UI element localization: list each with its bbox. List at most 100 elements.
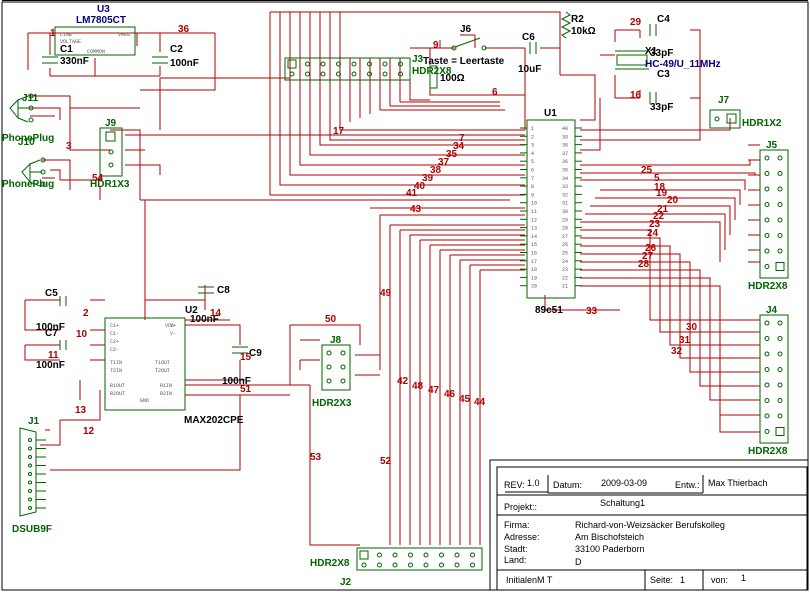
header-pin [777, 186, 783, 192]
tb-datum: 2009-03-09 [601, 478, 647, 488]
c5-value: 100nF [36, 322, 65, 333]
net-label-6: 6 [492, 87, 498, 98]
component-j1: J1 DSUB9F [12, 416, 52, 535]
u1-ref: U1 [544, 108, 557, 119]
header-pin [305, 61, 310, 67]
tb-entw: Max Thierbach [708, 478, 767, 488]
u2-pin-t2out: T2OUT [155, 368, 170, 374]
dsub-contact [28, 438, 32, 442]
net-label-23: 23 [649, 219, 661, 230]
net-label-20: 20 [667, 195, 679, 206]
u2-pin-vcc: VCC [165, 323, 174, 329]
u2-pin-t1out: T1OUT [155, 360, 170, 366]
c5-ref: C5 [45, 288, 58, 299]
ic-pin-number: 38 [562, 143, 568, 149]
tb-seite: 1 [680, 575, 685, 585]
header-pin [305, 71, 310, 77]
net-label-54: 54 [92, 173, 104, 184]
dsub-contact [28, 463, 32, 468]
u3-value: LM7805CT [76, 15, 126, 26]
header-pin [777, 233, 783, 238]
net-label-51: 51 [240, 384, 252, 395]
u2-pin-t2in: T2IN [110, 368, 122, 374]
j7-ref: J7 [718, 95, 730, 106]
header-pin [320, 61, 326, 67]
ic-pin-number: 15 [531, 242, 537, 248]
j4-ref: J4 [766, 305, 778, 316]
header-pin [777, 155, 783, 161]
header-pin [777, 367, 783, 372]
header-pin [777, 248, 783, 254]
j1-ref: J1 [28, 416, 40, 427]
tb-firma-label: Firma: [504, 520, 530, 530]
net-label-31: 31 [679, 335, 691, 346]
ic-pin-number: 30 [562, 209, 568, 215]
u2-value: MAX202CPE [184, 415, 244, 426]
x1-value: HC-49/U_11MHz [645, 59, 721, 70]
tb-stadt: 33100 Paderborn [575, 544, 645, 554]
c6-ref: C6 [522, 32, 535, 43]
net-label-36: 36 [178, 24, 190, 35]
header-pin [289, 71, 295, 77]
c1-value: 330nF [60, 56, 89, 67]
header-pin [361, 562, 367, 568]
net-label-35: 35 [446, 149, 458, 160]
header-pin [777, 413, 783, 419]
component-j8: J8 HDR2X3 [312, 335, 352, 409]
net-label-21: 21 [657, 204, 669, 215]
ic-pin-number: 31 [562, 201, 568, 207]
component-j5: J5 HDR2X8 [748, 140, 789, 292]
header-pin [439, 552, 444, 558]
header-pin [382, 61, 388, 67]
j8-ref: J8 [330, 335, 342, 346]
tb-rev-label: REV: [504, 480, 525, 490]
net-label-16: 16 [630, 90, 642, 101]
ic-pin-number: 5 [531, 159, 534, 165]
ic-pin-number: 32 [562, 192, 568, 198]
ic-pin-number: 16 [531, 251, 537, 257]
component-r1: 100Ω [429, 65, 465, 89]
header-pin [336, 61, 341, 67]
ic-pin-number: 39 [562, 134, 568, 140]
ic-pin-number: 13 [531, 226, 537, 232]
tb-land-label: Land: [504, 555, 527, 565]
header-pin [764, 398, 770, 403]
wires [24, 11, 760, 546]
tb-datum-label: Datum: [553, 480, 582, 490]
net-label-48: 48 [412, 381, 424, 392]
header-pin [398, 61, 403, 67]
u2-pin-c1p: C1+ [110, 323, 119, 329]
component-j2: HDR2X8 J2 [310, 547, 483, 588]
tb-firma: Richard-von-Weizsäcker Berufskolleg [575, 520, 725, 530]
header-pin [470, 552, 475, 558]
component-r2: R2 10kΩ [560, 11, 596, 39]
net-label-5: 5 [654, 173, 660, 184]
header-pin [320, 71, 326, 77]
j8-value: HDR2X3 [312, 398, 352, 409]
u2-pin-r1in: R1IN [160, 383, 172, 389]
header-pin [439, 562, 444, 568]
header-pin [764, 217, 770, 223]
u3-pin-vreg: VREG [118, 32, 130, 38]
c1-ref: C1 [60, 44, 73, 55]
header-pin [764, 233, 770, 238]
j2-ref: J2 [340, 577, 352, 588]
net-label-7: 7 [459, 133, 465, 144]
u2-ref: U2 [185, 305, 198, 316]
tb-adresse-label: Adresse: [504, 532, 540, 542]
ic-pin-number: 14 [531, 234, 537, 240]
net-label-42: 42 [397, 376, 409, 387]
component-u2: C1+ C1- C2+ C2- T1IN T2IN R1OUT R2OUT VC… [104, 305, 244, 426]
net-label-41: 41 [406, 188, 418, 199]
ic-pin-number: 40 [562, 126, 568, 132]
u1-value: 89c51 [535, 305, 563, 316]
ic-pin-number: 19 [531, 275, 537, 281]
ic-pin-number: 28 [562, 226, 568, 232]
header-pin-square [287, 59, 297, 69]
j11-ref: J11 [22, 93, 39, 104]
u3-pin-voltage: VOLTAGE [60, 39, 81, 45]
u2-pin-vm: V- [170, 331, 176, 337]
net-label-32: 32 [671, 346, 683, 357]
header-pin [764, 413, 770, 419]
